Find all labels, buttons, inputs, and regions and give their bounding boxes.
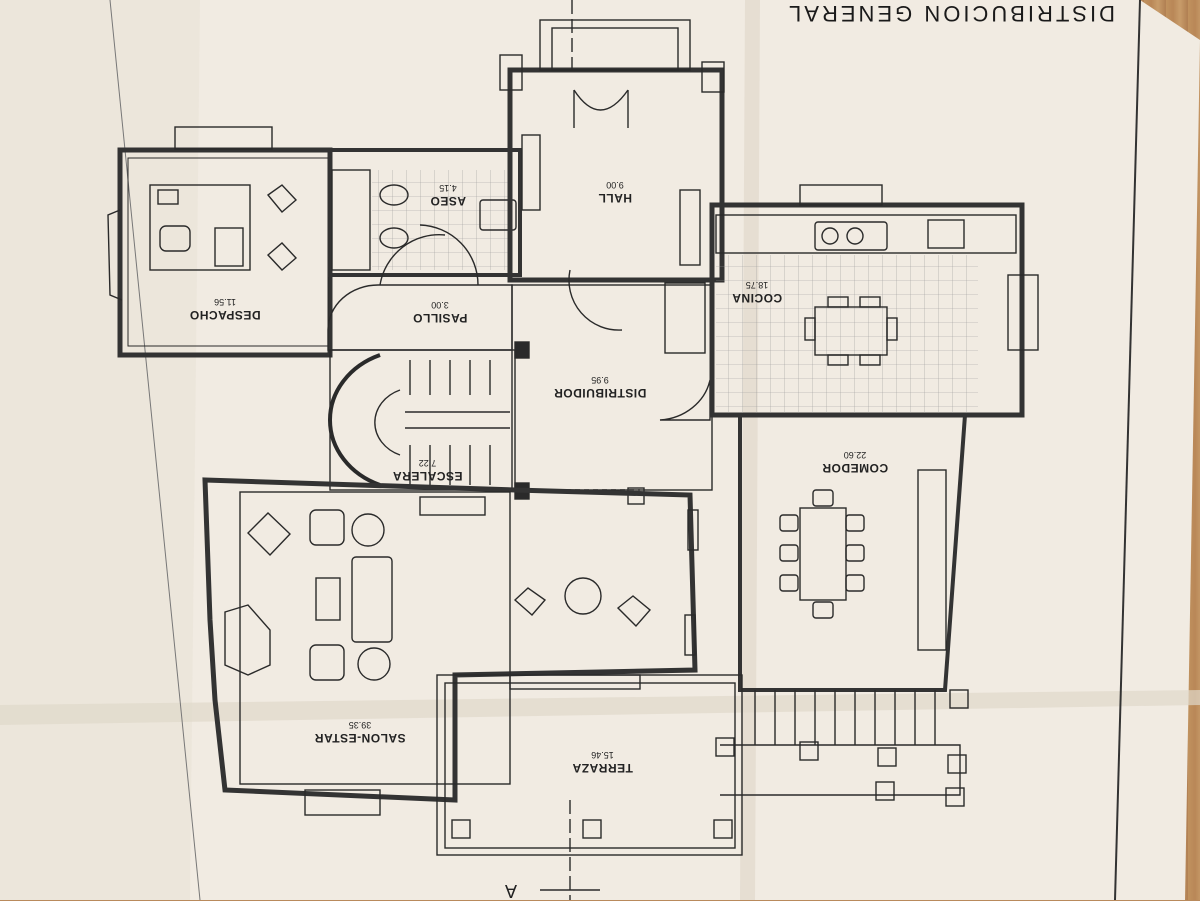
room-label-salon: SALON-ESTAR 39.35 xyxy=(305,720,415,745)
bay-window-despacho xyxy=(107,209,123,301)
kitchen-sink xyxy=(814,221,888,251)
room-name: SALON-ESTAR xyxy=(314,731,406,745)
room-name: ASEO xyxy=(430,194,467,208)
room-label-aseo: ASEO 4.15 xyxy=(418,183,478,208)
room-label-despacho: DESPACHO 11.56 xyxy=(180,297,270,322)
sink xyxy=(479,199,517,231)
wall-salon xyxy=(202,477,698,803)
room-area: 22.60 xyxy=(843,450,867,460)
room-name: HALL xyxy=(598,191,632,205)
fireplace xyxy=(224,604,271,676)
toilet xyxy=(379,184,409,206)
room-name: COCINA xyxy=(731,291,783,305)
sofa xyxy=(351,556,393,643)
room-label-terraza: TERRAZA 15.46 xyxy=(565,750,640,775)
room-name: TERRAZA xyxy=(572,761,633,775)
room-area: 3.00 xyxy=(431,300,449,310)
room-area: 9.95 xyxy=(591,375,609,385)
room-area: 11.56 xyxy=(214,297,236,307)
dining-chairs xyxy=(779,489,865,619)
room-name: COMEDOR xyxy=(821,461,889,475)
stair-treads xyxy=(405,360,510,485)
room-name: DESPACHO xyxy=(189,308,261,322)
desk xyxy=(149,184,251,271)
room-area: 15.46 xyxy=(591,750,614,760)
room-name: PASILLO xyxy=(412,311,468,325)
room-area: 18.75 xyxy=(745,280,769,290)
room-area: 7.22 xyxy=(418,458,437,468)
bidet xyxy=(379,227,409,249)
room-area: 4.15 xyxy=(439,183,457,193)
room-label-cocina: COCINA 18.75 xyxy=(722,280,792,305)
room-name: DISTRIBUIDOR xyxy=(553,386,647,400)
section-marker: A xyxy=(505,881,518,901)
wall-aseo xyxy=(328,148,522,277)
exterior-steps xyxy=(720,690,961,796)
room-label-distribuidor: DISTRIBUIDOR 9.95 xyxy=(545,375,655,400)
room-label-pasillo: PASILLO 3.00 xyxy=(405,300,475,325)
room-label-hall: HALL 9.00 xyxy=(590,180,640,205)
room-area: 39.35 xyxy=(348,720,372,730)
cooktop xyxy=(927,219,965,249)
wall-comedor xyxy=(738,413,968,692)
wall-pasillo xyxy=(327,284,513,351)
room-name: ESCALERA xyxy=(392,469,463,483)
room-label-comedor: COMEDOR 22.60 xyxy=(815,450,895,475)
room-area: 9.00 xyxy=(606,180,624,190)
sheet-title: DISTRIBUCION GENERAL xyxy=(786,1,1115,26)
room-label-escalera: ESCALERA 7.22 xyxy=(390,458,465,483)
